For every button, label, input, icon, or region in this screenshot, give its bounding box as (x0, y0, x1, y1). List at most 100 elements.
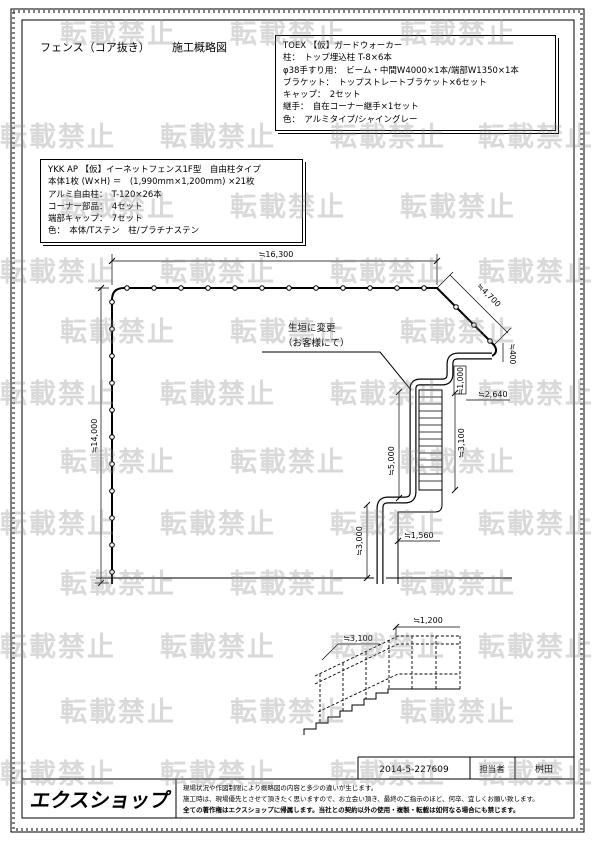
fence-post (313, 285, 319, 291)
dimension-tick (395, 388, 403, 396)
document-number: 2014-5-227609 (379, 765, 449, 775)
spec-line: アルミ自由柱： T-120×26本 (48, 189, 162, 200)
spec-line: 色： 本体/Tステン 柱/プラチナステン (48, 226, 200, 237)
spec-line: 柱： トップ埋込柱 T-8×6本 (283, 53, 392, 64)
spec-line: 色： アルミタイプ/シャイングレー (283, 114, 418, 125)
fence-post (205, 285, 211, 291)
walkway-edge (397, 490, 443, 584)
dimension-stair-length: ≒3,100 (457, 428, 466, 458)
dimension-line-diagonal (449, 274, 509, 334)
fence-post (109, 353, 115, 359)
dimension-tick (97, 284, 105, 292)
dimension-extension (493, 327, 512, 346)
spec-line: キャップ： 2セット (283, 90, 361, 101)
dimension-lower-width: ≒1,560 (404, 531, 434, 540)
plan-view: ≒16,300 ≒14,000 ≒4,700 ≒400 (90, 250, 517, 587)
fence-post (453, 304, 459, 310)
spec-line: コーナー部品： 4セット (48, 201, 143, 212)
company-logo: エクスショップ (28, 788, 172, 812)
dimension-tick (433, 257, 441, 265)
dimension-end-return: ≒400 (508, 344, 517, 365)
spec-line: ブラケット： トップストレートブラケット×6セット (283, 77, 487, 88)
dimension-elevation-run: ≒3,100 (343, 634, 373, 643)
callout-text: 生垣に変更 (288, 322, 336, 334)
spec-box-guard-walker: TOEX 【仮】ガードウォーカー 柱： トップ埋込柱 T-8×6本 φ38手すり… (275, 35, 556, 131)
fence-post (109, 569, 115, 575)
fence-post (109, 515, 115, 521)
dimension-diagonal: ≒4,700 (475, 282, 502, 309)
dimension-leader (321, 643, 380, 661)
stair-outline (418, 389, 443, 491)
spec-line: 継手： 自在コーナー継手×1セット (283, 102, 419, 113)
dimension-tick (451, 389, 459, 397)
dimension-stair-landing: ≒1,000 (456, 367, 465, 395)
landing-box (453, 365, 467, 395)
spec-line: YKK AP 【仮】イーネットフェンス1F型 自由柱タイプ (48, 165, 261, 175)
dimension-tick (395, 494, 403, 502)
fence-post (286, 285, 292, 291)
fence-post (109, 380, 115, 386)
dimension-tick (392, 623, 400, 631)
dimension-extension (436, 271, 454, 289)
dimension-lower-length: ≒3,000 (355, 526, 364, 556)
dimension-left-height: ≒14,000 (90, 419, 99, 454)
rail-posts (319, 636, 461, 723)
handrail-second (314, 643, 460, 685)
hedge-fill (377, 353, 492, 584)
dimension-hedge-length: ≒5,000 (387, 446, 396, 476)
notice-line: 施工時は、現場優先とさせて頂きたく思いますので、お立会い頂き、最終のご指示のほど… (183, 794, 539, 803)
fence-post (394, 285, 400, 291)
handrail-top (314, 635, 460, 677)
fence-post (487, 338, 493, 344)
callout-leader (262, 351, 412, 391)
spec-line: 本体1枚 (W×H) ＝ (1,990mm×1,200mm) ×21枚 (48, 177, 255, 188)
title-block: 2014-5-227609 担当者 桝田 (22, 756, 574, 818)
border-ticks (12, 10, 583, 831)
staff-label: 担当者 (479, 764, 505, 775)
fence-post (109, 326, 115, 332)
fence-post (151, 285, 157, 291)
spec-line: TOEX 【仮】ガードウォーカー (283, 41, 403, 51)
dimension-tick (394, 537, 402, 545)
fence-post (124, 285, 130, 291)
fence-post (340, 285, 346, 291)
callout-subtext: （お客様にて） (283, 337, 350, 349)
stair-profile (303, 688, 460, 735)
lower-rail (317, 673, 460, 713)
sheet-frame (10, 8, 585, 833)
fence-post (109, 461, 115, 467)
fence-line (111, 287, 498, 584)
fence-post (259, 285, 265, 291)
fence-post (367, 285, 373, 291)
stair-elevation: ≒1,200 ≒3,100 (303, 616, 461, 735)
fence-post (471, 322, 477, 328)
stairs-plan (418, 389, 443, 491)
footer: エクスショップ 現場状況や作図制限により概略図の内容と多少の違いが生じます。 施… (28, 783, 538, 814)
dimension-elevation-height: ≒1,200 (413, 616, 443, 625)
dimension-tick (108, 257, 116, 265)
fence-post (109, 542, 115, 548)
dimension-top-width: ≒16,300 (259, 250, 294, 259)
dimension-tick (363, 574, 371, 582)
staff-name: 桝田 (535, 763, 553, 775)
notice-line: 全ての著作権はエクスショップに帰属します。当社との契約以外の使用・複製・転載は如… (182, 805, 519, 814)
spec-box-e-net-fence: YKK AP 【仮】イーネットフェンス1F型 自由柱タイプ 本体1枚 (W×H)… (40, 159, 303, 243)
fence-post (109, 488, 115, 494)
fence-post (109, 434, 115, 440)
fence-post (109, 407, 115, 413)
dimension-tick (451, 486, 459, 494)
inner-border (21, 19, 575, 819)
notice-line: 現場状況や作図制限により概略図の内容と多少の違いが生じます。 (183, 783, 377, 792)
drawing-title: フェンス（コア抜き） (40, 41, 150, 54)
spec-line: φ38手すり用： ビーム・中間W4000×1本/端部W1350×1本 (283, 65, 519, 76)
drawing-subtitle: 施工概略図 (172, 41, 227, 54)
stair-treads (419, 396, 442, 482)
dimension-stair-offset: ≒2,640 (478, 390, 508, 399)
fence-post (178, 285, 184, 291)
spec-line: 端部キャップ： 7セット (48, 214, 143, 225)
fence-post (109, 299, 115, 305)
dimension-tick (97, 579, 105, 587)
fence-post (421, 285, 427, 291)
